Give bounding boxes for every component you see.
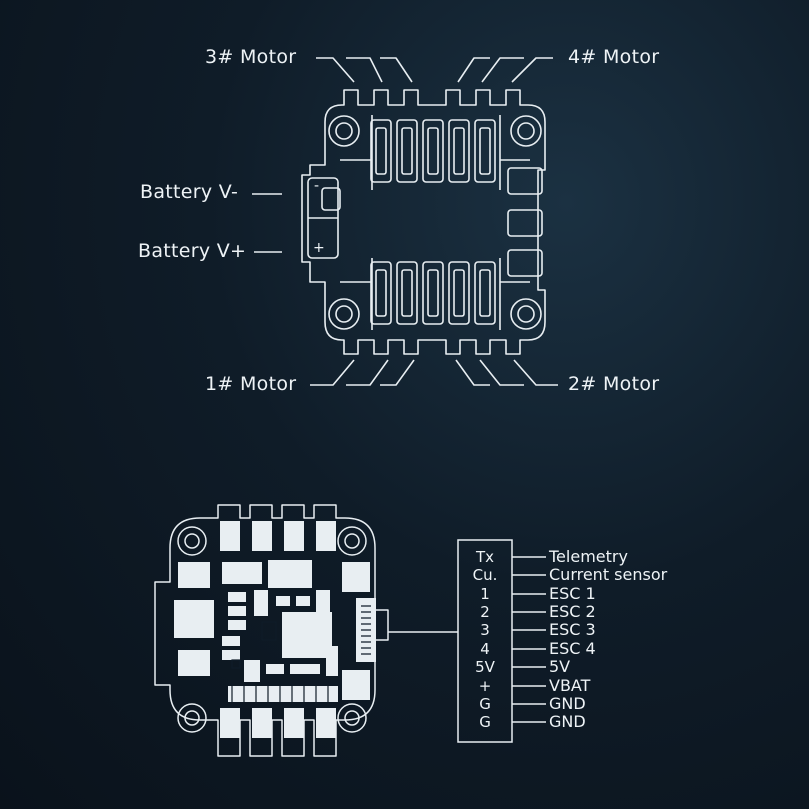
battery-neg-label: Battery V- xyxy=(140,181,239,203)
motor4-label: 4# Motor xyxy=(568,46,660,68)
top-board-outline xyxy=(301,89,546,355)
function-label: ESC 1 xyxy=(549,584,596,603)
pin-label: 3 xyxy=(480,621,490,639)
motor1-leads xyxy=(310,359,415,386)
pin-label: 4 xyxy=(480,640,490,658)
function-label: ESC 2 xyxy=(549,602,596,621)
function-label: VBAT xyxy=(549,676,591,695)
pin-label: G xyxy=(479,713,491,731)
pin-label: 1 xyxy=(480,585,490,603)
function-label: GND xyxy=(549,712,586,731)
function-label: Telemetry xyxy=(549,547,628,566)
pin-label: 2 xyxy=(480,603,490,621)
battery-pos-label: Battery V+ xyxy=(138,240,247,262)
mount-hole-tl xyxy=(328,115,360,147)
pinout-box xyxy=(457,539,513,743)
mount-hole-bl xyxy=(328,298,360,330)
bottom-hole-bl xyxy=(177,703,207,733)
mount-hole-br xyxy=(510,298,542,330)
function-label: 5V xyxy=(549,657,571,676)
bottom-hole-tl xyxy=(177,526,207,556)
motor3-label: 3# Motor xyxy=(205,46,297,68)
motor2-leads xyxy=(455,359,558,386)
mount-hole-tr xyxy=(510,115,542,147)
motor3-leads xyxy=(316,57,413,83)
function-label: ESC 4 xyxy=(549,639,596,658)
pin-label: G xyxy=(479,695,491,713)
function-label: ESC 3 xyxy=(549,620,596,639)
pin-label: + xyxy=(478,677,492,695)
pad-pos-sign: + xyxy=(313,240,326,256)
pin-label: Cu. xyxy=(472,566,498,584)
function-label: GND xyxy=(549,694,586,713)
bottom-hole-tr xyxy=(337,526,367,556)
motor1-label: 1# Motor xyxy=(205,373,297,395)
motor4-leads xyxy=(457,57,553,83)
motor2-label: 2# Motor xyxy=(568,373,660,395)
bottom-hole-br xyxy=(337,703,367,733)
pin-label: 5V xyxy=(475,658,495,676)
function-label: Current sensor xyxy=(549,565,668,584)
pin-label: Tx xyxy=(475,548,495,566)
pad-neg-sign: - xyxy=(314,178,320,194)
